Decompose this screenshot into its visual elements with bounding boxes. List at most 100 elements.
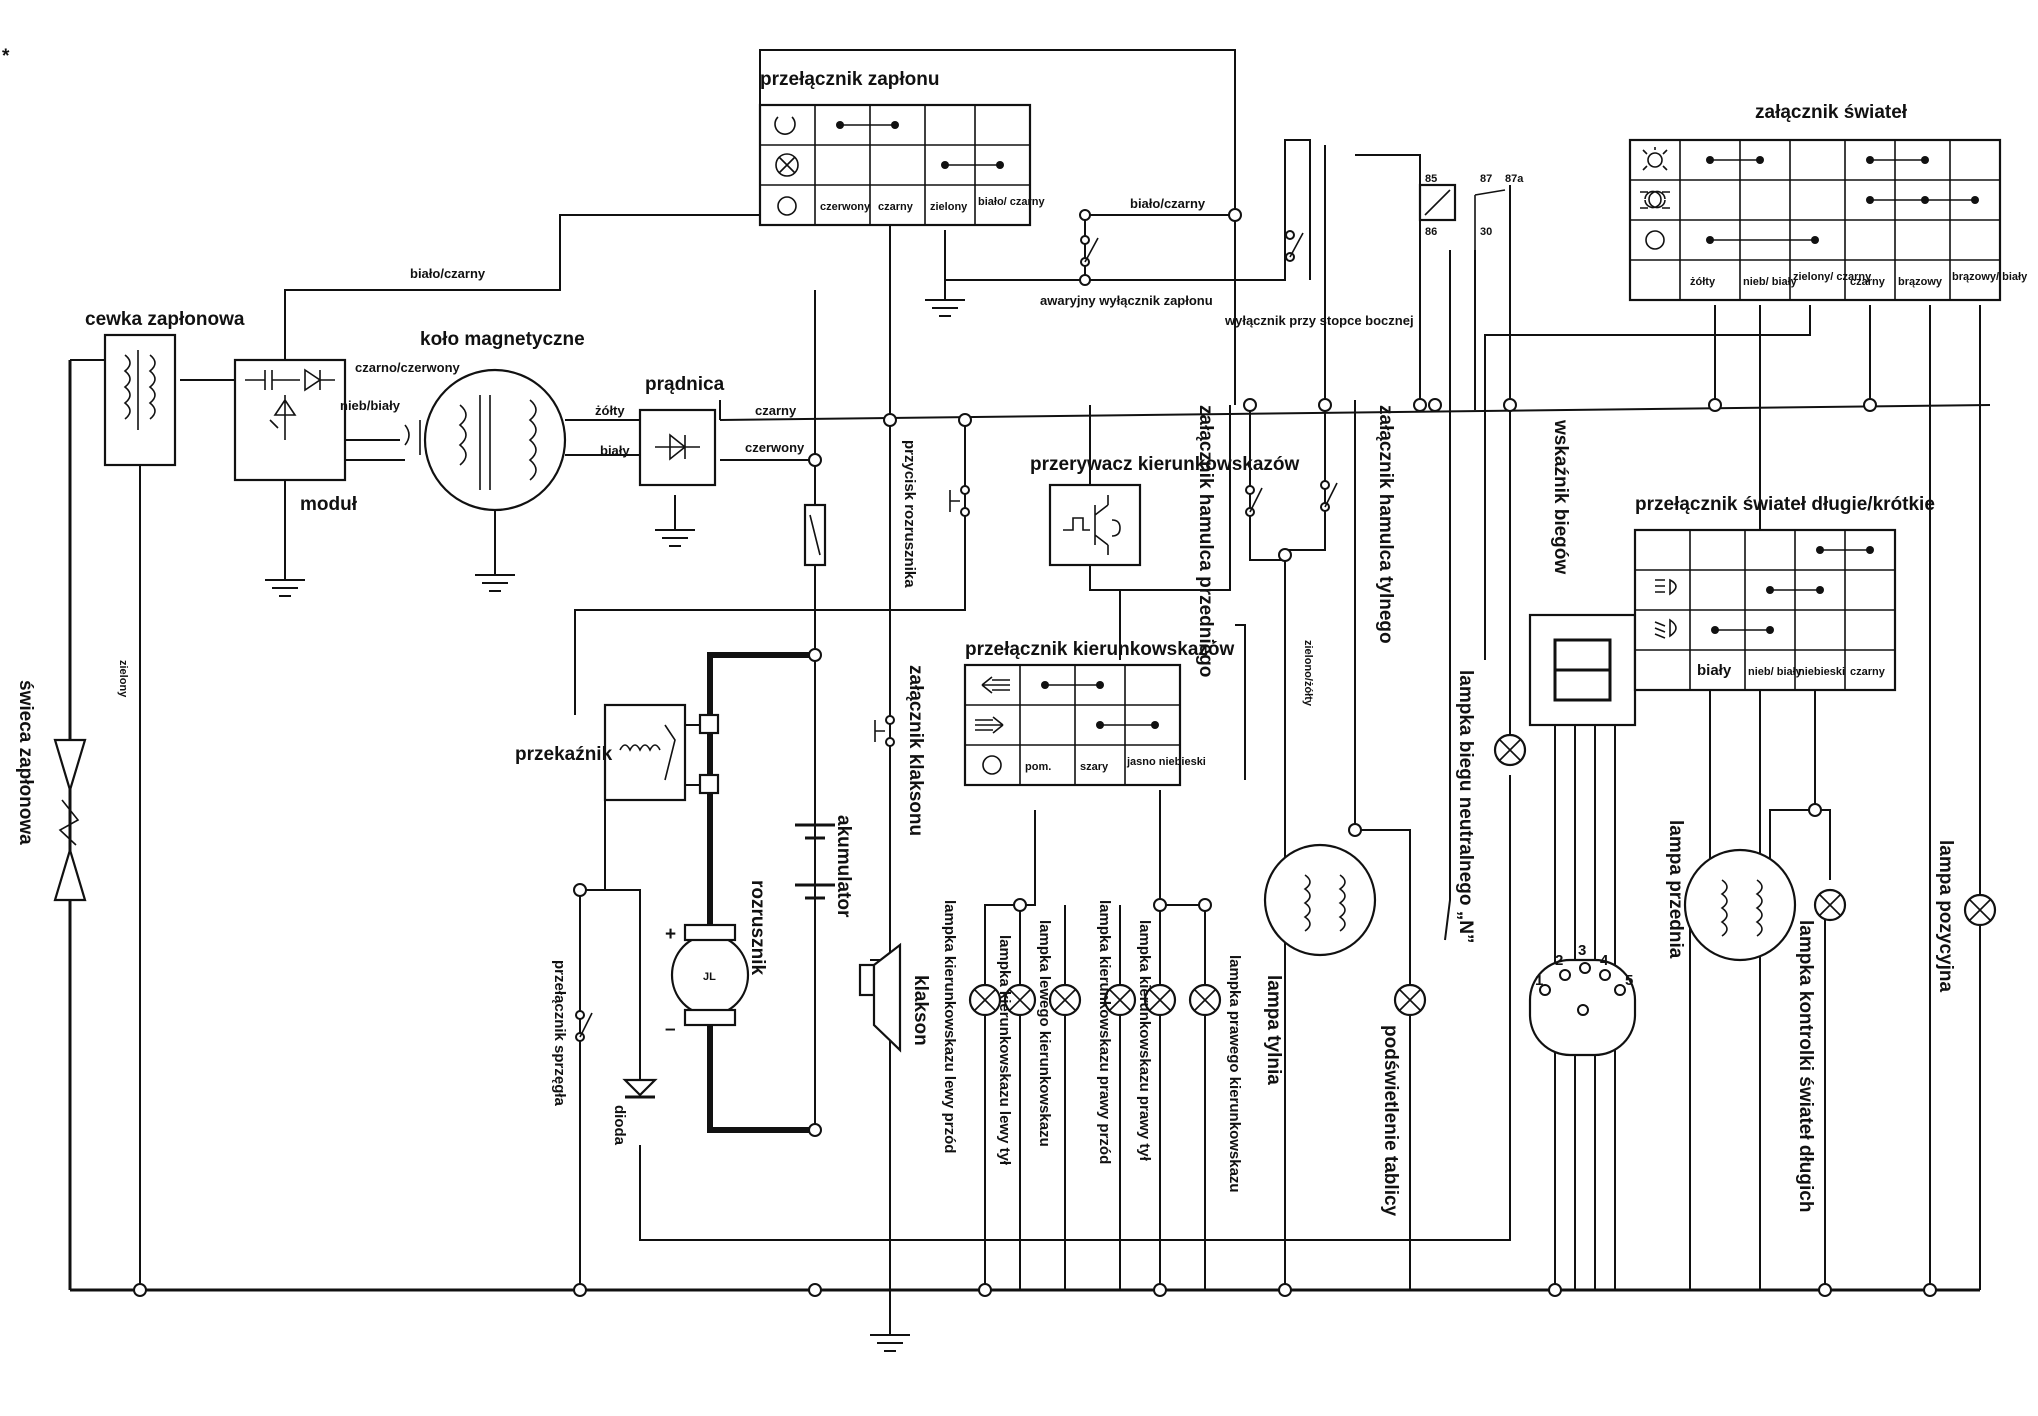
emergency-switch-icon xyxy=(1080,235,1099,267)
wire-label-black: czarny xyxy=(755,403,797,418)
rear-brake-label: załącznik hamulca tylnego xyxy=(1375,405,1396,644)
start-button-label: przycisk rozrusznika xyxy=(901,440,918,588)
turn-right-rear-label: lampka kierunkowskazu prawy tył xyxy=(1136,920,1153,1162)
low-beam-icon xyxy=(1654,618,1677,639)
high-beam-lamp-icon xyxy=(1813,888,1847,922)
corner-mark: * xyxy=(2,46,10,67)
beam-col-blue: niebieski xyxy=(1798,666,1845,678)
relay-pin-86: 86 xyxy=(1425,226,1437,238)
turn-switch-return xyxy=(1235,624,1246,780)
connector-pin-4: 4 xyxy=(1600,952,1609,969)
beam-hi-ind-wire xyxy=(1815,809,1831,880)
lamp-icon xyxy=(968,983,1002,1017)
position-lamp-label: lampa pozycyjna xyxy=(1935,840,1956,992)
ign-col-black: czarny xyxy=(878,201,914,213)
plate-lamp-icon xyxy=(1393,983,1427,1017)
neutral-lamp-label: lampka biegu neutralnego „N” xyxy=(1455,670,1476,943)
turn-left-front-label: lampka kierunkowskazu lewy przód xyxy=(941,900,958,1153)
diode-label: dioda xyxy=(611,1105,628,1146)
turn-right-feed xyxy=(1159,790,1206,1290)
wire-white-black-top xyxy=(284,49,1236,360)
ls-col-brown: brązowy xyxy=(1898,276,1943,288)
ignition-switch-table xyxy=(758,103,1032,227)
turn-col-pom: pom. xyxy=(1025,761,1051,773)
beam-col-white: biały xyxy=(1697,662,1732,679)
spark-plug-icon xyxy=(53,738,87,902)
ls-col-brown-white: brązowy/ biały xyxy=(1952,271,2028,283)
sidestand-switch-label: wyłącznik przy stopce bocznej xyxy=(1224,313,1414,328)
junction-nodes xyxy=(133,208,1937,1297)
ign-col-red: czerwony xyxy=(820,201,871,213)
relay-pin-87a: 87a xyxy=(1505,173,1524,185)
starter-minus: – xyxy=(665,1019,676,1040)
clutch-switch-icon xyxy=(575,1010,593,1042)
emergency-switch-label: awaryjny wyłącznik zapłonu xyxy=(1040,293,1213,308)
front-brake-label: załącznik hamulca przedniego xyxy=(1195,405,1216,677)
ign-col-green: zielony xyxy=(930,201,968,213)
wire-label-red: czerwony xyxy=(745,440,805,455)
light-off-icon xyxy=(1645,230,1665,250)
turn-right-ind-label: lampka prawego kierunkowskazu xyxy=(1226,955,1243,1193)
relay-label: przekaźnik xyxy=(515,744,613,765)
headlamp-icon xyxy=(1683,848,1797,962)
light-switch-label: załącznik świateł xyxy=(1755,102,1908,123)
lamp-icon xyxy=(1103,983,1137,1017)
wire-label-green: zielony xyxy=(117,660,129,698)
plate-light-wire xyxy=(1355,829,1411,1290)
position-lamp-icon xyxy=(1963,893,1997,927)
neutral-lamp-icon xyxy=(1493,733,1527,767)
starter-symbol: JL xyxy=(703,971,716,983)
lamp-icon xyxy=(1188,983,1222,1017)
relay-pin-87: 87 xyxy=(1480,173,1492,185)
module-label: moduł xyxy=(300,494,358,515)
high-beam-lamp-label: lampka kontrolki świateł długich xyxy=(1795,920,1816,1212)
rear-brake-switch-icon xyxy=(1320,480,1338,512)
gear-indicator-label: wskaźnik biegów xyxy=(1550,419,1571,574)
flasher-label: przerywacz kierunkowskazów xyxy=(1030,454,1299,475)
high-beam-icon xyxy=(1655,578,1677,596)
turn-right-front-label: lampka kierunkowskazu prawy przód xyxy=(1096,900,1113,1164)
ls-col-black: czarny xyxy=(1850,276,1886,288)
starter-label: rozrusznik xyxy=(747,880,768,975)
parking-light-icon xyxy=(1640,190,1670,209)
connector-pin-5: 5 xyxy=(1625,972,1633,989)
generator-label: prądnica xyxy=(645,374,725,395)
turn-col-light-blue: jasno niebieski xyxy=(1126,756,1206,768)
neutral-return-wire xyxy=(639,775,1511,1241)
fuse-icon xyxy=(803,503,827,567)
relay-86-wire xyxy=(1444,250,1451,941)
tail-lamp-icon xyxy=(1263,843,1377,957)
clutch-switch-label: przełącznik sprzęgła xyxy=(551,960,568,1107)
beam-switch-table xyxy=(1633,528,1897,692)
ignition-coil-label: cewka zapłonowa xyxy=(85,309,245,330)
ls-green-black-wire xyxy=(1484,305,1811,660)
arrow-right-icon xyxy=(975,716,1004,734)
horn-switch-icon xyxy=(874,715,895,747)
ls-col-yellow: żółty xyxy=(1690,276,1716,288)
plate-light-label: podświetlenie tablicy xyxy=(1380,1025,1401,1217)
ignition-switch-label: przełącznik zapłonu xyxy=(760,69,939,90)
lamp-icon xyxy=(1048,983,1082,1017)
generator-icon xyxy=(565,408,717,487)
relay-top-wire xyxy=(1355,154,1421,175)
lamp-icon xyxy=(1003,983,1037,1017)
connector-pin-1: 1 xyxy=(1535,972,1543,989)
starter-motor-icon xyxy=(670,923,750,1027)
ignition-coil-icon xyxy=(103,333,177,467)
turn-left-ind-label: lampka lewego kierunkowskazu xyxy=(1036,920,1053,1147)
ls-col-green-black: zielony/ czarny xyxy=(1793,271,1872,283)
front-brake-switch-icon xyxy=(1245,485,1263,517)
wire-label-green-yellow: zielono/żółty xyxy=(1302,640,1314,707)
starter-relay-icon xyxy=(603,703,720,802)
beam-col-black: czarny xyxy=(1850,666,1886,678)
ignition-module-icon xyxy=(233,358,347,482)
ign-col-white-black: biało/ czarny xyxy=(978,196,1046,208)
tail-lamp-label: lampa tylnia xyxy=(1263,975,1284,1085)
relay-pin-30: 30 xyxy=(1480,226,1492,238)
wire-label-white-black: biało/czarny xyxy=(410,266,486,281)
battery-label: akumulator xyxy=(833,815,854,918)
gear-indicator-icon xyxy=(1528,613,1637,727)
rear-brake-wire xyxy=(1285,400,1326,551)
beam-switch-label: przełącznik świateł długie/krótkie xyxy=(1635,494,1935,515)
turn-switch-label: przełącznik kierunkowskazów xyxy=(965,639,1234,660)
